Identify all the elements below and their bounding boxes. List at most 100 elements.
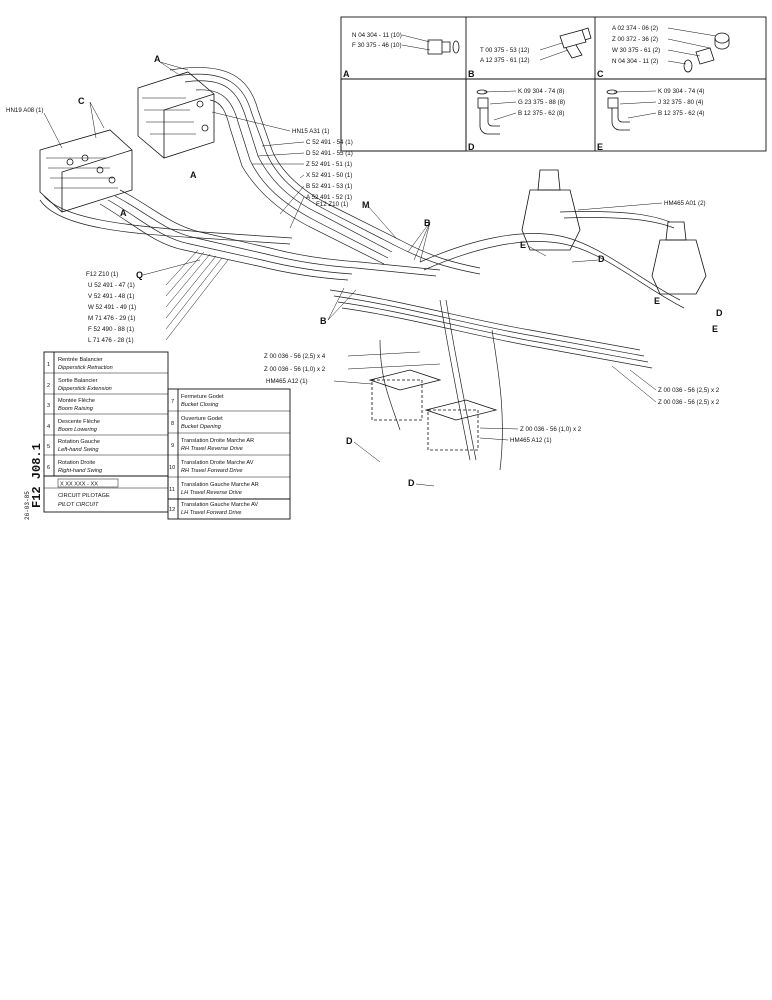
hose-w: W 52 491 - 49 (1) — [88, 304, 136, 311]
legend-en-1: Dipperstick Retraction — [58, 365, 113, 371]
hose-list-left: U 52 491 - 47 (1) V 52 491 - 48 (1) W 52… — [88, 249, 229, 344]
callout-hm465-a01: HM465 A01 (2) — [664, 200, 706, 207]
hose-v: V 52 491 - 48 (1) — [88, 293, 134, 300]
hose-list-right: C 52 491 - 54 (1) D 52 491 - 55 (1) Z 52… — [252, 139, 353, 229]
letter-a-left: A — [120, 208, 127, 218]
callout-hm465-a12-b: HM465 A12 (1) — [510, 437, 552, 444]
inset-a: A N 04 304 - 11 (10) F 30 375 - 46 (10) — [343, 32, 460, 79]
callout-z-25x2-b: Z 00 036 - 56 (2,5) x 2 — [658, 399, 720, 406]
legend-code: X XX XXX - XX — [60, 482, 98, 488]
hose-bundle — [39, 67, 685, 471]
tee-fitting-icon — [559, 27, 592, 59]
letter-d-3: D — [346, 436, 353, 446]
legend-en-12: LH Travel Forward Drive — [181, 510, 242, 516]
hose-d: D 52 491 - 55 (1) — [306, 150, 353, 157]
hose-c: C 52 491 - 54 (1) — [306, 139, 353, 146]
union-fitting-icon — [683, 32, 730, 73]
inset-e: E K 09 304 - 74 (4) J 32 375 - 80 (4) B … — [597, 88, 704, 152]
inset-b-part-2: A 12 375 - 61 (12) — [480, 57, 530, 64]
inset-b: B T 00 375 - 53 (12) A 12 375 - 61 (12) — [468, 27, 592, 79]
inset-b-letter: B — [468, 69, 475, 79]
legend-en-7: Bucket Closing — [181, 402, 219, 408]
inset-c-part-4: N 04 304 - 11 (2) — [612, 58, 658, 65]
legend-num-11: 11 — [169, 487, 175, 493]
legend-num-8: 8 — [171, 421, 174, 427]
legend-fr-12: Translation Gauche Marche AV — [181, 502, 258, 508]
inset-e-part-3: B 12 375 - 62 (4) — [658, 110, 704, 117]
inset-c-letter: C — [597, 69, 604, 79]
inset-d: D K 09 304 - 74 (8) G 23 375 - 88 (8) B … — [468, 88, 565, 152]
legend-title-fr: CIRCUIT PILOTAGE — [58, 493, 110, 499]
legend-en-10: RH Travel Forward Drive — [181, 468, 242, 474]
letter-a-bottom: A — [190, 170, 197, 180]
inset-a-part-2: F 30 375 - 46 (10) — [352, 42, 402, 49]
callout-hm465-a12-a: HM465 A12 (1) — [266, 378, 308, 385]
side-label: F12 J08.1 26-03-85 — [24, 443, 44, 520]
hose-a: A 52 491 - 52 (1) — [306, 194, 352, 201]
letter-b-mid: B — [320, 316, 327, 326]
drawing-date: 26-03-85 — [24, 491, 31, 520]
legend-fr-3: Montée Flèche — [58, 398, 95, 404]
letter-a-top: A — [154, 54, 161, 64]
legend-num-4: 4 — [47, 424, 50, 430]
elbow-fitting-icon — [476, 89, 500, 135]
inset-e-letter: E — [597, 142, 603, 152]
legend-num-12: 12 — [169, 507, 175, 513]
legend-fr-11: Translation Gauche Marche AR — [181, 482, 259, 488]
legend-fr-2: Sortie Balancier — [58, 378, 98, 384]
callout-f12-z10-mid: F12 Z10 (1) — [86, 271, 118, 278]
legend-num-3: 3 — [47, 403, 50, 409]
inset-c-part-3: W 30 375 - 61 (2) — [612, 47, 660, 54]
hose-m: M 71 476 - 29 (1) — [88, 315, 135, 322]
legend-fr-1: Rentrée Balancier — [58, 357, 103, 363]
inset-c: C A 02 374 - 06 (2) Z 00 372 - 36 (2) W … — [597, 25, 730, 79]
hose-f: F 52 490 - 88 (1) — [88, 326, 134, 333]
letter-e-2: E — [654, 296, 660, 306]
legend-table: 1 Rentrée Balancier Dipperstick Retracti… — [43, 351, 291, 520]
inset-d-part-1: K 09 304 - 74 (8) — [518, 88, 564, 95]
callout-z-10x2-a: Z 00 036 - 56 (1,0) x 2 — [264, 366, 326, 373]
callout-z-10x2-b: Z 00 036 - 56 (1,0) x 2 — [520, 426, 582, 433]
legend-en-4: Boom Lowering — [58, 427, 98, 433]
letter-e-1: E — [520, 240, 526, 250]
legend-en-9: RH Travel Reverse Drive — [181, 446, 243, 452]
callout-hose-m: M — [362, 200, 370, 210]
adapter-fitting-icon — [427, 39, 460, 55]
inset-d-part-3: B 12 375 - 62 (8) — [518, 110, 564, 117]
inset-d-part-2: G 23 375 - 88 (8) — [518, 99, 565, 106]
callout-f12-z10-top: F12 Z10 (1) — [316, 201, 348, 208]
legend-fr-5: Rotation Gauche — [58, 439, 100, 445]
legend-en-11: LH Travel Reverse Drive — [181, 490, 242, 496]
legend-num-9: 9 — [171, 443, 174, 449]
legend-num-1: 1 — [47, 362, 50, 368]
legend-en-8: Bucket Opening — [181, 424, 222, 430]
letter-c: C — [78, 96, 85, 106]
inset-details: A N 04 304 - 11 (10) F 30 375 - 46 (10) … — [340, 16, 767, 152]
inset-b-part-1: T 00 375 - 53 (12) — [480, 47, 529, 54]
hose-b: B 52 491 - 53 (1) — [306, 183, 352, 190]
legend-fr-8: Ouverture Godet — [181, 416, 223, 422]
inset-c-part-1: A 02 374 - 06 (2) — [612, 25, 658, 32]
inset-a-letter: A — [343, 69, 350, 79]
hose-u: U 52 491 - 47 (1) — [88, 282, 135, 289]
legend-num-7: 7 — [171, 399, 174, 405]
legend-fr-4: Descente Flèche — [58, 419, 100, 425]
callout-hose-q: Q — [136, 270, 143, 280]
callout-hn19: HN19 A08 (1) — [6, 107, 44, 114]
legend-num-5: 5 — [47, 444, 50, 450]
inset-e-part-1: K 09 304 - 74 (4) — [658, 88, 704, 95]
hose-x: X 52 491 - 50 (1) — [306, 172, 352, 179]
legend-en-3: Boom Raising — [58, 406, 94, 412]
legend-fr-7: Fermeture Godet — [181, 394, 224, 400]
hose-z: Z 52 491 - 51 (1) — [306, 161, 352, 168]
letter-d-1: D — [598, 254, 605, 264]
legend-fr-10: Translation Droite Marche AV — [181, 460, 254, 466]
legend-num-10: 10 — [169, 465, 175, 471]
legend-title-en: PILOT CIRCUIT — [58, 502, 99, 508]
callout-z-25x2-a: Z 00 036 - 56 (2,5) x 2 — [658, 387, 720, 394]
callout-hn15: HN15 A31 (1) — [292, 128, 330, 135]
legend-num-2: 2 — [47, 383, 50, 389]
swivel-elbow-icon — [606, 89, 630, 131]
legend-en-2: Dipperstick Extension — [58, 386, 112, 392]
